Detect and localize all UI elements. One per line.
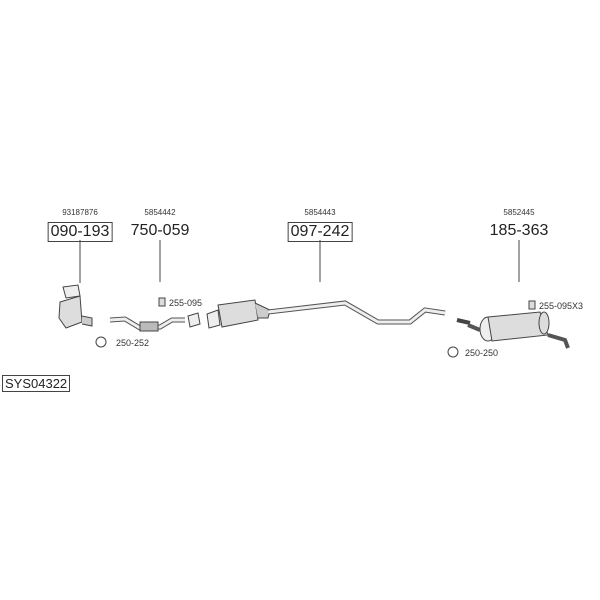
leader-lines bbox=[79, 240, 520, 283]
rear-silencer-part bbox=[456, 311, 570, 349]
oem-number: 5852445 bbox=[503, 208, 535, 217]
part-number-185-363[interactable]: 185-363 bbox=[489, 222, 549, 239]
front-pipe-part bbox=[109, 312, 201, 332]
accessory-250-250[interactable]: 250-250 bbox=[465, 348, 499, 358]
oem-number: 5854442 bbox=[144, 208, 176, 217]
mounting-kit-icons bbox=[158, 297, 536, 310]
clamp-icons bbox=[95, 336, 459, 358]
oem-number: 93187876 bbox=[62, 208, 98, 217]
accessory-255-095x3[interactable]: 255-095X3 bbox=[539, 301, 584, 311]
system-code: SYS04322 bbox=[2, 375, 71, 392]
part-number-097-242[interactable]: 097-242 bbox=[287, 222, 353, 242]
accessory-255-095[interactable]: 255-095 bbox=[169, 298, 203, 308]
catalytic-converter-part bbox=[58, 284, 93, 329]
middle-silencer-part bbox=[206, 299, 446, 329]
accessory-250-252[interactable]: 250-252 bbox=[116, 338, 150, 348]
part-number-750-059[interactable]: 750-059 bbox=[130, 222, 190, 239]
oem-number: 5854443 bbox=[304, 208, 336, 217]
part-number-090-193[interactable]: 090-193 bbox=[47, 222, 113, 242]
